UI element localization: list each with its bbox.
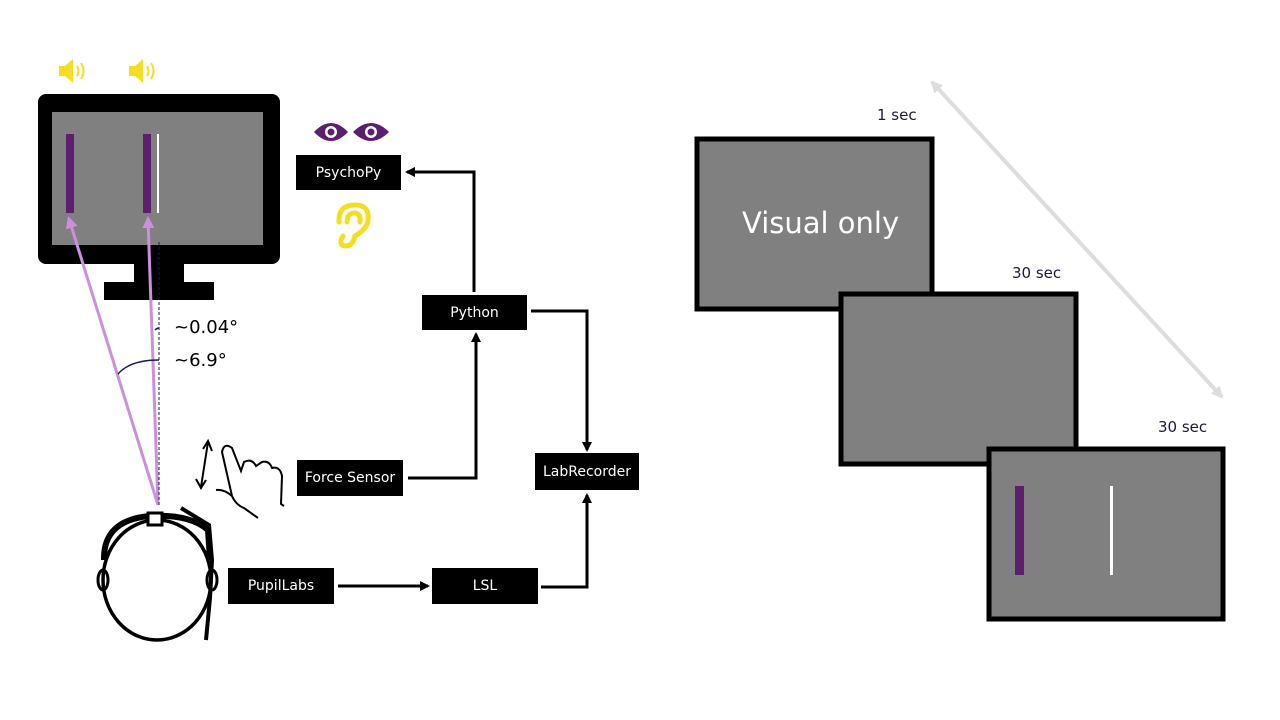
panel-3-duration: 30 sec xyxy=(1158,418,1208,436)
hand-icon xyxy=(195,438,285,519)
speaker-icon xyxy=(59,59,85,83)
python-label: Python xyxy=(422,295,527,330)
panel-bar-purple xyxy=(1015,486,1024,575)
pupillabs-label: PupilLabs xyxy=(228,568,334,604)
speaker-icon xyxy=(129,59,155,83)
head-with-eyetracker-icon xyxy=(96,506,219,642)
panel-1-duration: 1 sec xyxy=(877,106,917,124)
flow-arrows xyxy=(338,167,592,591)
angle-small-label: ~0.04° xyxy=(174,317,239,338)
psychopy-label: PsychoPy xyxy=(296,155,401,190)
panel-bar-white xyxy=(1110,486,1113,575)
trial-panel-2 xyxy=(838,291,1079,467)
labrecorder-label: LabRecorder xyxy=(535,453,639,490)
angle-large-label: ~6.9° xyxy=(174,350,227,371)
angle-arc-large xyxy=(117,359,160,375)
trial-panel-1 xyxy=(694,136,935,312)
stimulus-bar-white xyxy=(157,134,159,213)
eye-icon xyxy=(314,123,348,141)
time-arrow xyxy=(930,80,1224,399)
trial-panel-3 xyxy=(986,446,1226,622)
ear-icon xyxy=(336,202,371,249)
gaze-line xyxy=(65,216,160,506)
stimulus-bar-purple xyxy=(143,134,151,213)
panel-2-duration: 30 sec xyxy=(1012,264,1062,282)
angle-arc-small xyxy=(154,327,160,331)
gaze-line xyxy=(142,216,160,506)
force-sensor-label: Force Sensor xyxy=(297,460,403,496)
panel-1-title: Visual only xyxy=(742,206,900,240)
eye-icon xyxy=(353,123,389,141)
monitor-icon xyxy=(38,94,280,300)
lsl-label: LSL xyxy=(432,568,538,604)
stimulus-bar-purple xyxy=(66,134,74,213)
